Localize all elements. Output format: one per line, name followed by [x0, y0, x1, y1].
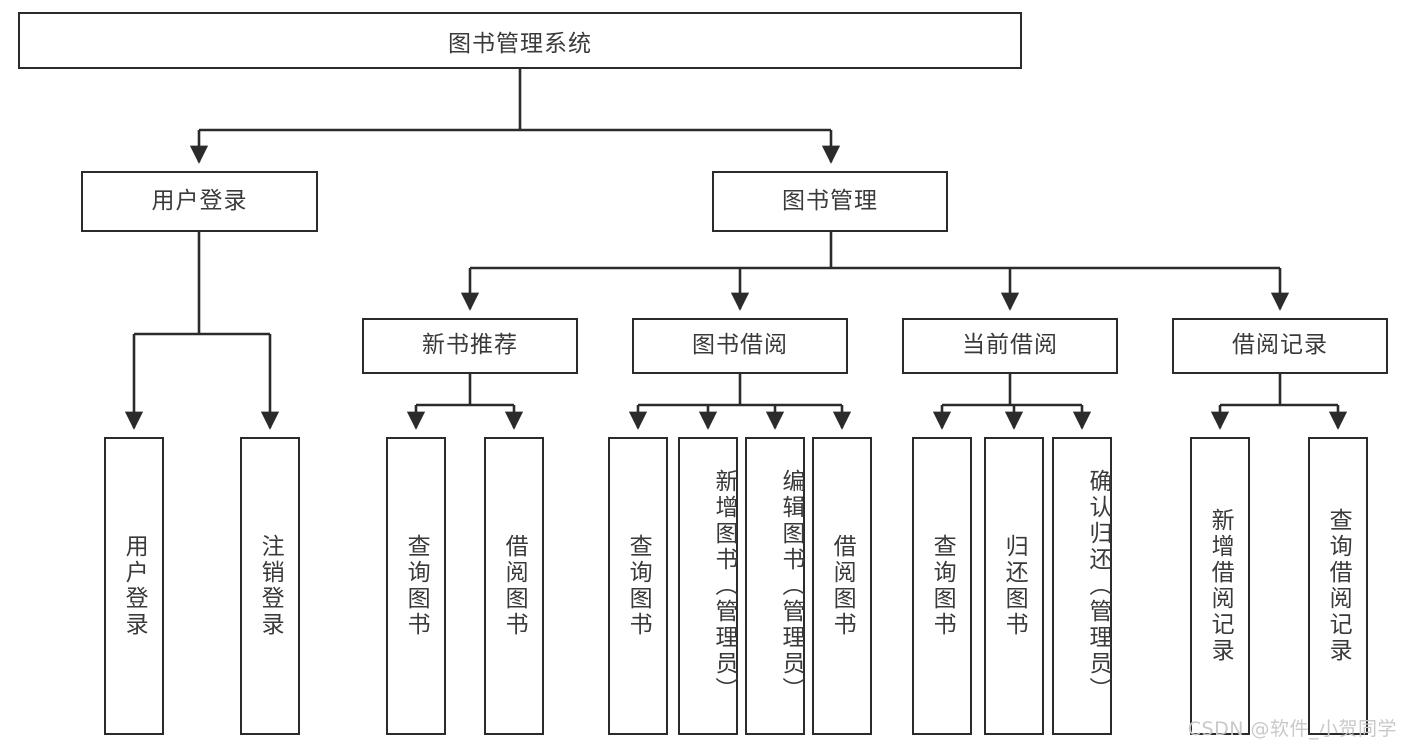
- node-leaf-logout[interactable]: 注销登录: [240, 437, 300, 735]
- watermark: CSDN @软件_小贺同学: [1187, 718, 1397, 740]
- node-book-borrow[interactable]: 图书借阅: [632, 318, 848, 374]
- node-leaf-add-borrow-record[interactable]: 新增借阅记录: [1190, 437, 1250, 735]
- node-leaf-borrow-book-rec[interactable]: 借阅图书: [484, 437, 544, 735]
- node-root[interactable]: 图书管理系统: [18, 12, 1022, 69]
- node-leaf-add-book-admin[interactable]: 新增图书（管理员）: [678, 437, 738, 735]
- node-leaf-query-borrow-record[interactable]: 查询借阅记录: [1308, 437, 1368, 735]
- node-leaf-query-book-cur[interactable]: 查询图书: [912, 437, 972, 735]
- node-leaf-return-book[interactable]: 归还图书: [984, 437, 1044, 735]
- node-leaf-confirm-return-admin[interactable]: 确认归还（管理员）: [1052, 437, 1112, 735]
- node-new-book-recommend[interactable]: 新书推荐: [362, 318, 578, 374]
- node-leaf-query-book-borrow[interactable]: 查询图书: [608, 437, 668, 735]
- node-leaf-user-login[interactable]: 用户登录: [104, 437, 164, 735]
- node-borrow-record[interactable]: 借阅记录: [1172, 318, 1388, 374]
- node-user-login[interactable]: 用户登录: [81, 171, 318, 232]
- node-book-manage[interactable]: 图书管理: [712, 171, 948, 232]
- node-current-borrow[interactable]: 当前借阅: [902, 318, 1118, 374]
- node-leaf-edit-book-admin[interactable]: 编辑图书（管理员）: [745, 437, 805, 735]
- node-leaf-query-book-rec[interactable]: 查询图书: [386, 437, 446, 735]
- node-leaf-borrow-book[interactable]: 借阅图书: [812, 437, 872, 735]
